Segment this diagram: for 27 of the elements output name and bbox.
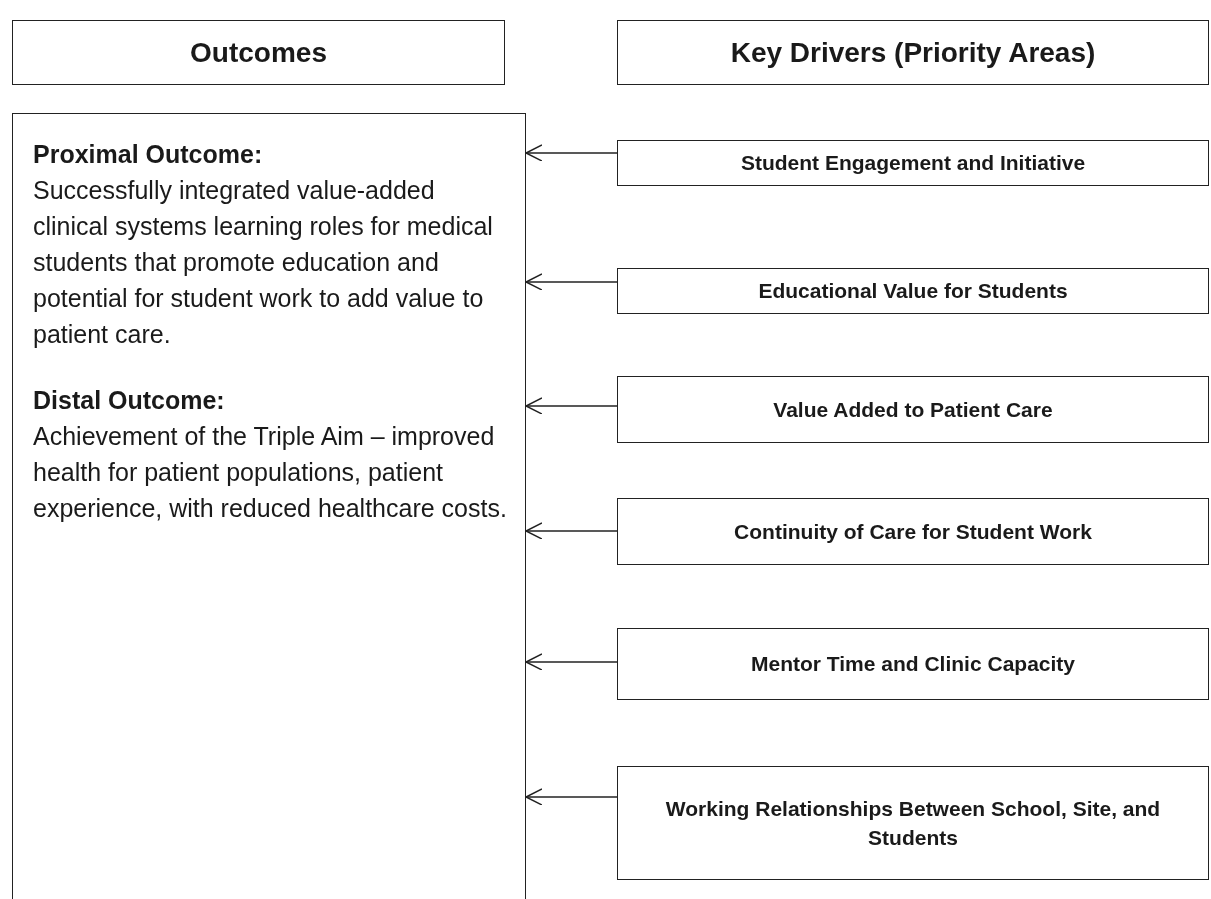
driver-label: Working Relationships Between School, Site, and Students (664, 795, 1162, 851)
driver-box (617, 498, 1209, 565)
outcome-description: Achievement of the Triple Aim – improved health for patient populations, patient experience, with reduced healthcare costs. (33, 421, 508, 524)
driver-box (617, 628, 1209, 700)
arrow (525, 522, 618, 540)
arrow (525, 397, 618, 415)
column-heading: Key Drivers (Priority Areas) (730, 36, 1096, 69)
driver-box (617, 140, 1209, 186)
outcome-heading: Distal Outcome: (33, 385, 226, 416)
outcome-heading: Proximal Outcome: (33, 139, 264, 170)
driver-label: Continuity of Care for Student Work (734, 518, 1092, 545)
arrow (525, 144, 618, 162)
driver-label: Value Added to Patient Care (773, 396, 1053, 423)
header-box (617, 20, 1209, 85)
column-heading: Outcomes (190, 36, 327, 69)
outcome-box (12, 113, 526, 899)
arrow (525, 788, 618, 806)
driver-label: Mentor Time and Clinic Capacity (751, 651, 1075, 678)
driver-box (617, 268, 1209, 314)
driver-label: Educational Value for Students (758, 278, 1068, 305)
driver-box (617, 766, 1209, 880)
driver-box (617, 376, 1209, 443)
outcome-description: Successfully integrated value-added clinical systems learning roles for medical students that promote education and potential for student work to add value to patient care. (33, 175, 494, 350)
header-box (12, 20, 505, 85)
driver-label: Student Engagement and Initiative (740, 150, 1086, 177)
arrow (525, 273, 618, 291)
arrow (525, 653, 618, 671)
